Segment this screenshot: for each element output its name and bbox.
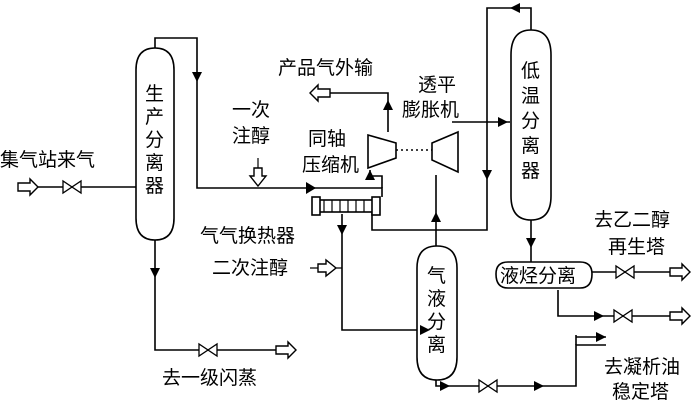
gate-valve-icon[interactable] — [615, 264, 635, 280]
arrowhead-icon — [594, 311, 604, 321]
first-injection-label-2: 注醇 — [232, 125, 270, 147]
production-separator-label-2: 产 — [145, 106, 164, 128]
glycol-regen-label-1: 去乙二醇 — [594, 209, 670, 231]
product-gas-export-label: 产品气外输 — [278, 57, 373, 79]
glycol-outlet-arrow-icon — [669, 262, 691, 282]
gl-sep-label-3: 分 — [427, 311, 446, 333]
heat-exchanger-label: 气气换热器 — [200, 225, 295, 247]
arrowhead-icon — [365, 170, 375, 180]
condensate-outlet-arrow-icon — [669, 306, 691, 326]
lts-label-4: 离 — [521, 135, 540, 157]
arrowhead-icon — [482, 170, 492, 180]
sep-liquid-line — [154, 238, 290, 351]
arrowhead-icon — [498, 117, 508, 127]
arrowhead-icon — [534, 381, 544, 391]
lts-label-3: 分 — [521, 110, 540, 132]
coaxial-compressor-label-1: 同轴 — [308, 128, 346, 150]
production-separator-label-4: 离 — [145, 152, 164, 174]
gl-sep-liquid-line — [435, 344, 606, 387]
liquid-hydrocarbon-separator-vessel — [495, 261, 593, 289]
lts-label-5: 器 — [521, 160, 540, 182]
arrowhead-icon — [510, 3, 520, 13]
lts-gas-return-line — [371, 7, 532, 231]
feed-gas-label: 集气站来气 — [0, 149, 95, 171]
feed-inlet-arrow-icon — [17, 177, 39, 197]
production-separator-vessel — [135, 47, 175, 241]
expander-icon — [431, 130, 459, 174]
first-injection-label-1: 一次 — [232, 99, 270, 121]
gas-liquid-separator-vessel — [416, 245, 458, 381]
gate-valve-icon[interactable] — [62, 179, 82, 195]
arrowhead-icon — [526, 238, 536, 248]
compressor-icon — [367, 133, 397, 170]
arrowhead-icon — [596, 332, 606, 342]
arrowhead-icon — [431, 212, 441, 222]
turbo-expander-label-1: 透平 — [418, 74, 456, 96]
production-separator-label-1: 生 — [145, 83, 164, 105]
glycol-regen-label-2: 再生塔 — [608, 236, 665, 258]
condensate-stabilizer-label-2: 稳定塔 — [612, 381, 669, 403]
arrowhead-icon — [150, 268, 160, 278]
exchanger-to-gl-sep-line — [341, 214, 430, 331]
production-separator-label-3: 分 — [145, 129, 164, 151]
arrowhead-icon — [192, 72, 202, 82]
lts-label-2: 温 — [521, 85, 540, 107]
turbo-expander-label-2: 膨胀机 — [402, 99, 459, 121]
product-gas-outlet-arrow-icon — [309, 83, 331, 103]
production-separator-label-5: 器 — [145, 175, 164, 197]
second-injection-label: 二次注醇 — [212, 257, 288, 279]
low-temp-separator-vessel — [510, 29, 552, 221]
first-flash-label: 去一级闪蒸 — [162, 367, 257, 389]
gate-valve-icon[interactable] — [198, 342, 218, 358]
condensate-stabilizer-label-1: 去凝析油 — [604, 356, 680, 378]
injection-arrow-icon — [248, 167, 268, 188]
coaxial-compressor-label-2: 压缩机 — [302, 154, 359, 176]
arrowhead-icon — [306, 182, 316, 194]
first-flash-outlet-arrow-icon — [275, 340, 297, 360]
gate-valve-icon[interactable] — [613, 308, 633, 324]
lhs-label: 液烃分离 — [500, 265, 576, 287]
lhs-to-condensate-line — [557, 290, 680, 317]
product-gas-line — [316, 92, 389, 132]
injection-arrow-icon — [317, 258, 338, 278]
lts-label-1: 低 — [521, 60, 540, 82]
gl-sep-label-1: 气 — [427, 265, 446, 287]
arrowhead-icon — [337, 225, 347, 235]
sep-gas-to-exchanger-line — [196, 65, 316, 189]
arrowhead-icon — [420, 325, 430, 335]
gate-valve-icon[interactable] — [478, 378, 498, 394]
gl-sep-label-4: 离 — [427, 334, 446, 356]
gl-sep-label-2: 液 — [427, 288, 446, 310]
sep-top-gas-line — [154, 37, 198, 65]
arrowhead-icon — [440, 381, 450, 391]
gas-gas-heat-exchanger — [311, 187, 383, 216]
arrowhead-icon — [383, 100, 393, 110]
